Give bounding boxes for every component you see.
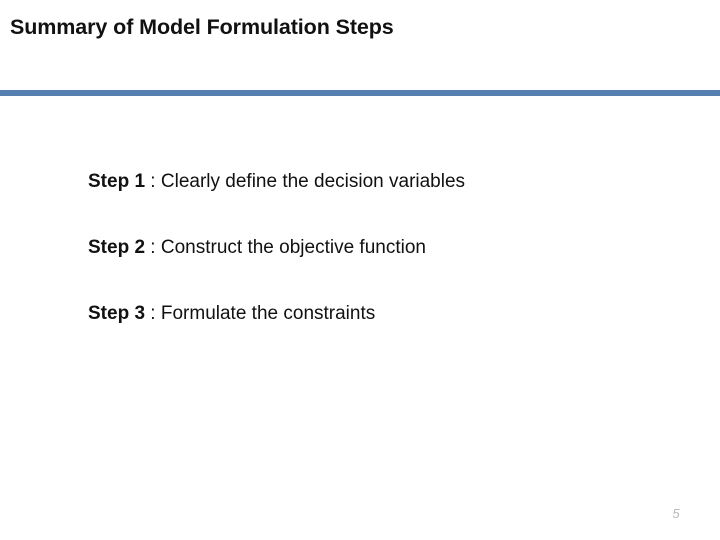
title-divider [0, 90, 720, 96]
step-description: Clearly define the decision variables [160, 171, 466, 192]
step-label: Step 2 [88, 237, 146, 258]
page-title: Summary of Model Formulation Steps [10, 15, 394, 39]
list-item: Step 1 : Clearly define the decision var… [88, 170, 688, 194]
step-separator: : [145, 303, 161, 324]
step-description: Formulate the constraints [160, 303, 376, 324]
list-item: Step 2 : Construct the objective functio… [88, 236, 688, 260]
step-label: Step 3 [88, 303, 146, 324]
page-number: 5 [672, 506, 680, 521]
list-item: Step 3 : Formulate the constraints [88, 302, 688, 326]
step-separator: : [145, 237, 161, 258]
step-separator: : [145, 171, 161, 192]
step-description: Construct the objective function [160, 237, 426, 258]
steps-list: Step 1 : Clearly define the decision var… [88, 170, 688, 326]
step-label: Step 1 [88, 171, 146, 192]
